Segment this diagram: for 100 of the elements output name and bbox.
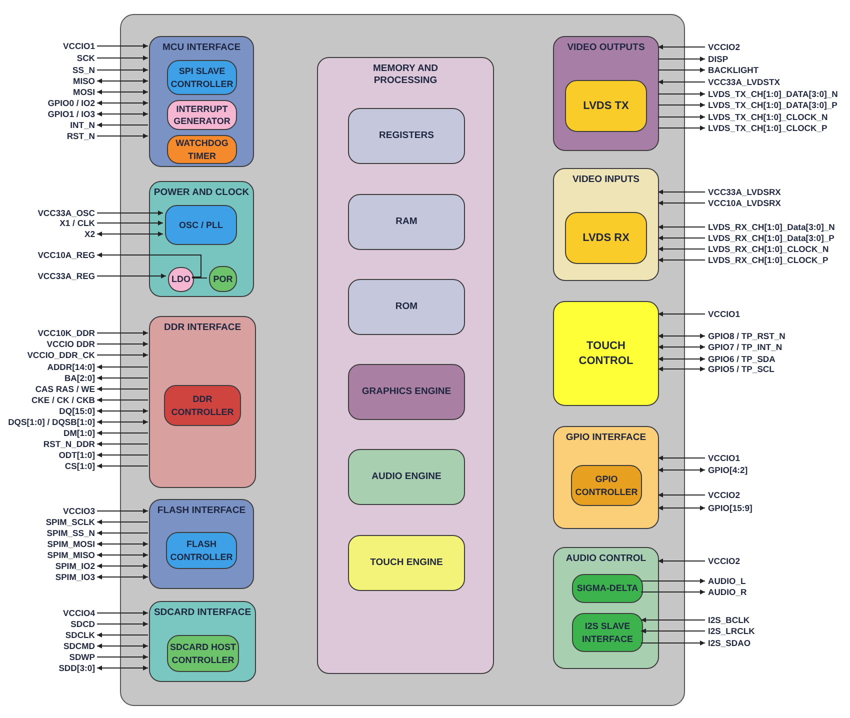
pin-label: VCCIO2 bbox=[708, 42, 740, 52]
function-block bbox=[348, 279, 465, 335]
signal-arrow bbox=[96, 644, 148, 648]
pin-label: LVDS_TX_CH[1:0]_DATA[3:0]_P bbox=[708, 100, 838, 110]
module-panel bbox=[553, 168, 659, 281]
pin-label: CAS RAS / WE bbox=[35, 384, 95, 394]
function-block bbox=[572, 574, 643, 603]
signal-arrow bbox=[658, 312, 706, 316]
pin-label: BA[2:0] bbox=[64, 373, 95, 383]
signal-arrow bbox=[96, 364, 148, 370]
pin-label: VCCIO1 bbox=[63, 41, 95, 51]
function-block bbox=[348, 364, 465, 420]
signal-arrow bbox=[640, 618, 706, 622]
signal-arrow bbox=[658, 468, 706, 472]
pin-label: MOSI bbox=[73, 87, 95, 97]
pin-label: BACKLIGHT bbox=[708, 65, 759, 75]
signal-arrow bbox=[640, 578, 706, 584]
signal-arrow bbox=[658, 56, 706, 62]
pin-label: I2S_SDAO bbox=[708, 638, 751, 648]
signal-arrow bbox=[96, 252, 202, 278]
chip-body bbox=[120, 14, 685, 706]
pin-label: SDD[3:0] bbox=[58, 663, 95, 673]
signal-arrow bbox=[658, 126, 706, 130]
module-title: MEMORY AND PROCESSING bbox=[372, 63, 440, 88]
signal-arrow bbox=[96, 442, 148, 446]
block-label: DDR CONTROLLER bbox=[170, 393, 235, 418]
pin-label: GPIO5 / TP_SCL bbox=[708, 364, 774, 374]
function-block bbox=[553, 301, 659, 406]
signal-arrow bbox=[96, 232, 164, 236]
pin-label: AUDIO_R bbox=[708, 587, 747, 597]
signal-arrow bbox=[658, 224, 706, 230]
signal-arrow bbox=[96, 420, 148, 424]
signal-arrow bbox=[658, 344, 706, 350]
pin-label: VCC33A_LVDSTX bbox=[708, 77, 780, 87]
function-block bbox=[348, 194, 465, 250]
signal-arrow bbox=[96, 654, 148, 660]
block-label: LVDS TX bbox=[582, 98, 630, 114]
module-panel bbox=[149, 316, 256, 488]
signal-arrow bbox=[96, 564, 148, 568]
signal-arrow bbox=[658, 246, 706, 252]
signal-arrow bbox=[640, 590, 706, 594]
module-title: AUDIO CONTROL bbox=[566, 553, 646, 566]
pin-label: GPIO8 / TP_RST_N bbox=[708, 331, 786, 341]
pin-label: SPIM_MISO bbox=[47, 550, 95, 560]
pin-label: VCC33A_OSC bbox=[38, 208, 95, 218]
pin-label: SPIM_IO2 bbox=[55, 561, 95, 571]
pin-label: LVDS_RX_CH[1:0]_CLOCK_P bbox=[708, 255, 828, 265]
signal-arrow bbox=[658, 334, 706, 338]
pin-label: VCC33A_LVDSRX bbox=[708, 187, 781, 197]
block-label: REGISTERS bbox=[378, 130, 435, 142]
function-block bbox=[167, 635, 239, 672]
module-title: VIDEO INPUTS bbox=[572, 174, 640, 186]
pin-label: GPIO[4:2] bbox=[708, 465, 748, 475]
pin-label: X1 / CLK bbox=[60, 218, 95, 228]
block-label: SDCARD HOST CONTROLLER bbox=[168, 641, 237, 666]
pin-label: CS[1:0] bbox=[64, 461, 95, 471]
module-panel bbox=[149, 499, 254, 589]
pin-label: VCCIO DDR bbox=[46, 339, 95, 349]
function-block bbox=[164, 385, 241, 426]
module-panel bbox=[149, 36, 254, 167]
block-label: LDO bbox=[170, 273, 192, 286]
signal-arrow bbox=[96, 112, 148, 116]
block-label: WATCHDOG TIMER bbox=[174, 137, 230, 162]
block-label: ROM bbox=[394, 300, 419, 314]
signal-arrow bbox=[96, 632, 148, 638]
block-label: INTERRUPT GENERATOR bbox=[172, 102, 232, 128]
pin-label: VCCIO1 bbox=[708, 309, 740, 319]
block-label: OSC / PLL bbox=[178, 218, 224, 232]
signal-arrow bbox=[96, 408, 148, 414]
pin-label: LVDS_TX_CH[1:0]_DATA[3:0]_N bbox=[708, 89, 838, 99]
block-label: LVDS RX bbox=[582, 230, 630, 246]
pin-label: VCCIO1 bbox=[708, 453, 740, 463]
signal-arrow bbox=[658, 506, 706, 510]
module-panel bbox=[317, 57, 494, 674]
module-title: POWER AND CLOCK bbox=[154, 187, 250, 200]
signal-arrow bbox=[658, 492, 706, 498]
module-panel bbox=[149, 181, 254, 297]
signal-arrow bbox=[658, 80, 706, 84]
signal-arrow bbox=[96, 376, 148, 380]
pin-label: I2S_LRCLK bbox=[708, 626, 755, 636]
signal-arrow bbox=[96, 78, 148, 84]
block-label: TOUCH ENGINE bbox=[369, 556, 444, 570]
block-label: GRAPHICS ENGINE bbox=[360, 386, 452, 398]
function-block bbox=[565, 80, 647, 132]
module-title: FLASH INTERFACE bbox=[157, 505, 246, 518]
pin-label: AUDIO_L bbox=[708, 576, 746, 586]
pin-label: SCK bbox=[76, 53, 95, 63]
pin-label: SDCMD bbox=[63, 641, 95, 651]
signal-arrow bbox=[658, 456, 706, 460]
signal-arrow bbox=[96, 274, 166, 278]
pin-label: VCCIO4 bbox=[63, 608, 95, 618]
signal-arrow bbox=[96, 610, 148, 616]
signal-arrow bbox=[658, 92, 706, 96]
signal-arrow bbox=[96, 342, 148, 346]
function-block bbox=[571, 465, 642, 506]
pin-label: DQ[15:0] bbox=[59, 406, 95, 416]
pin-label: DM[1:0] bbox=[63, 428, 95, 438]
pin-label: VCCIO_DDR_CK bbox=[27, 350, 95, 360]
function-block bbox=[209, 266, 237, 292]
signal-arrow bbox=[96, 508, 148, 514]
